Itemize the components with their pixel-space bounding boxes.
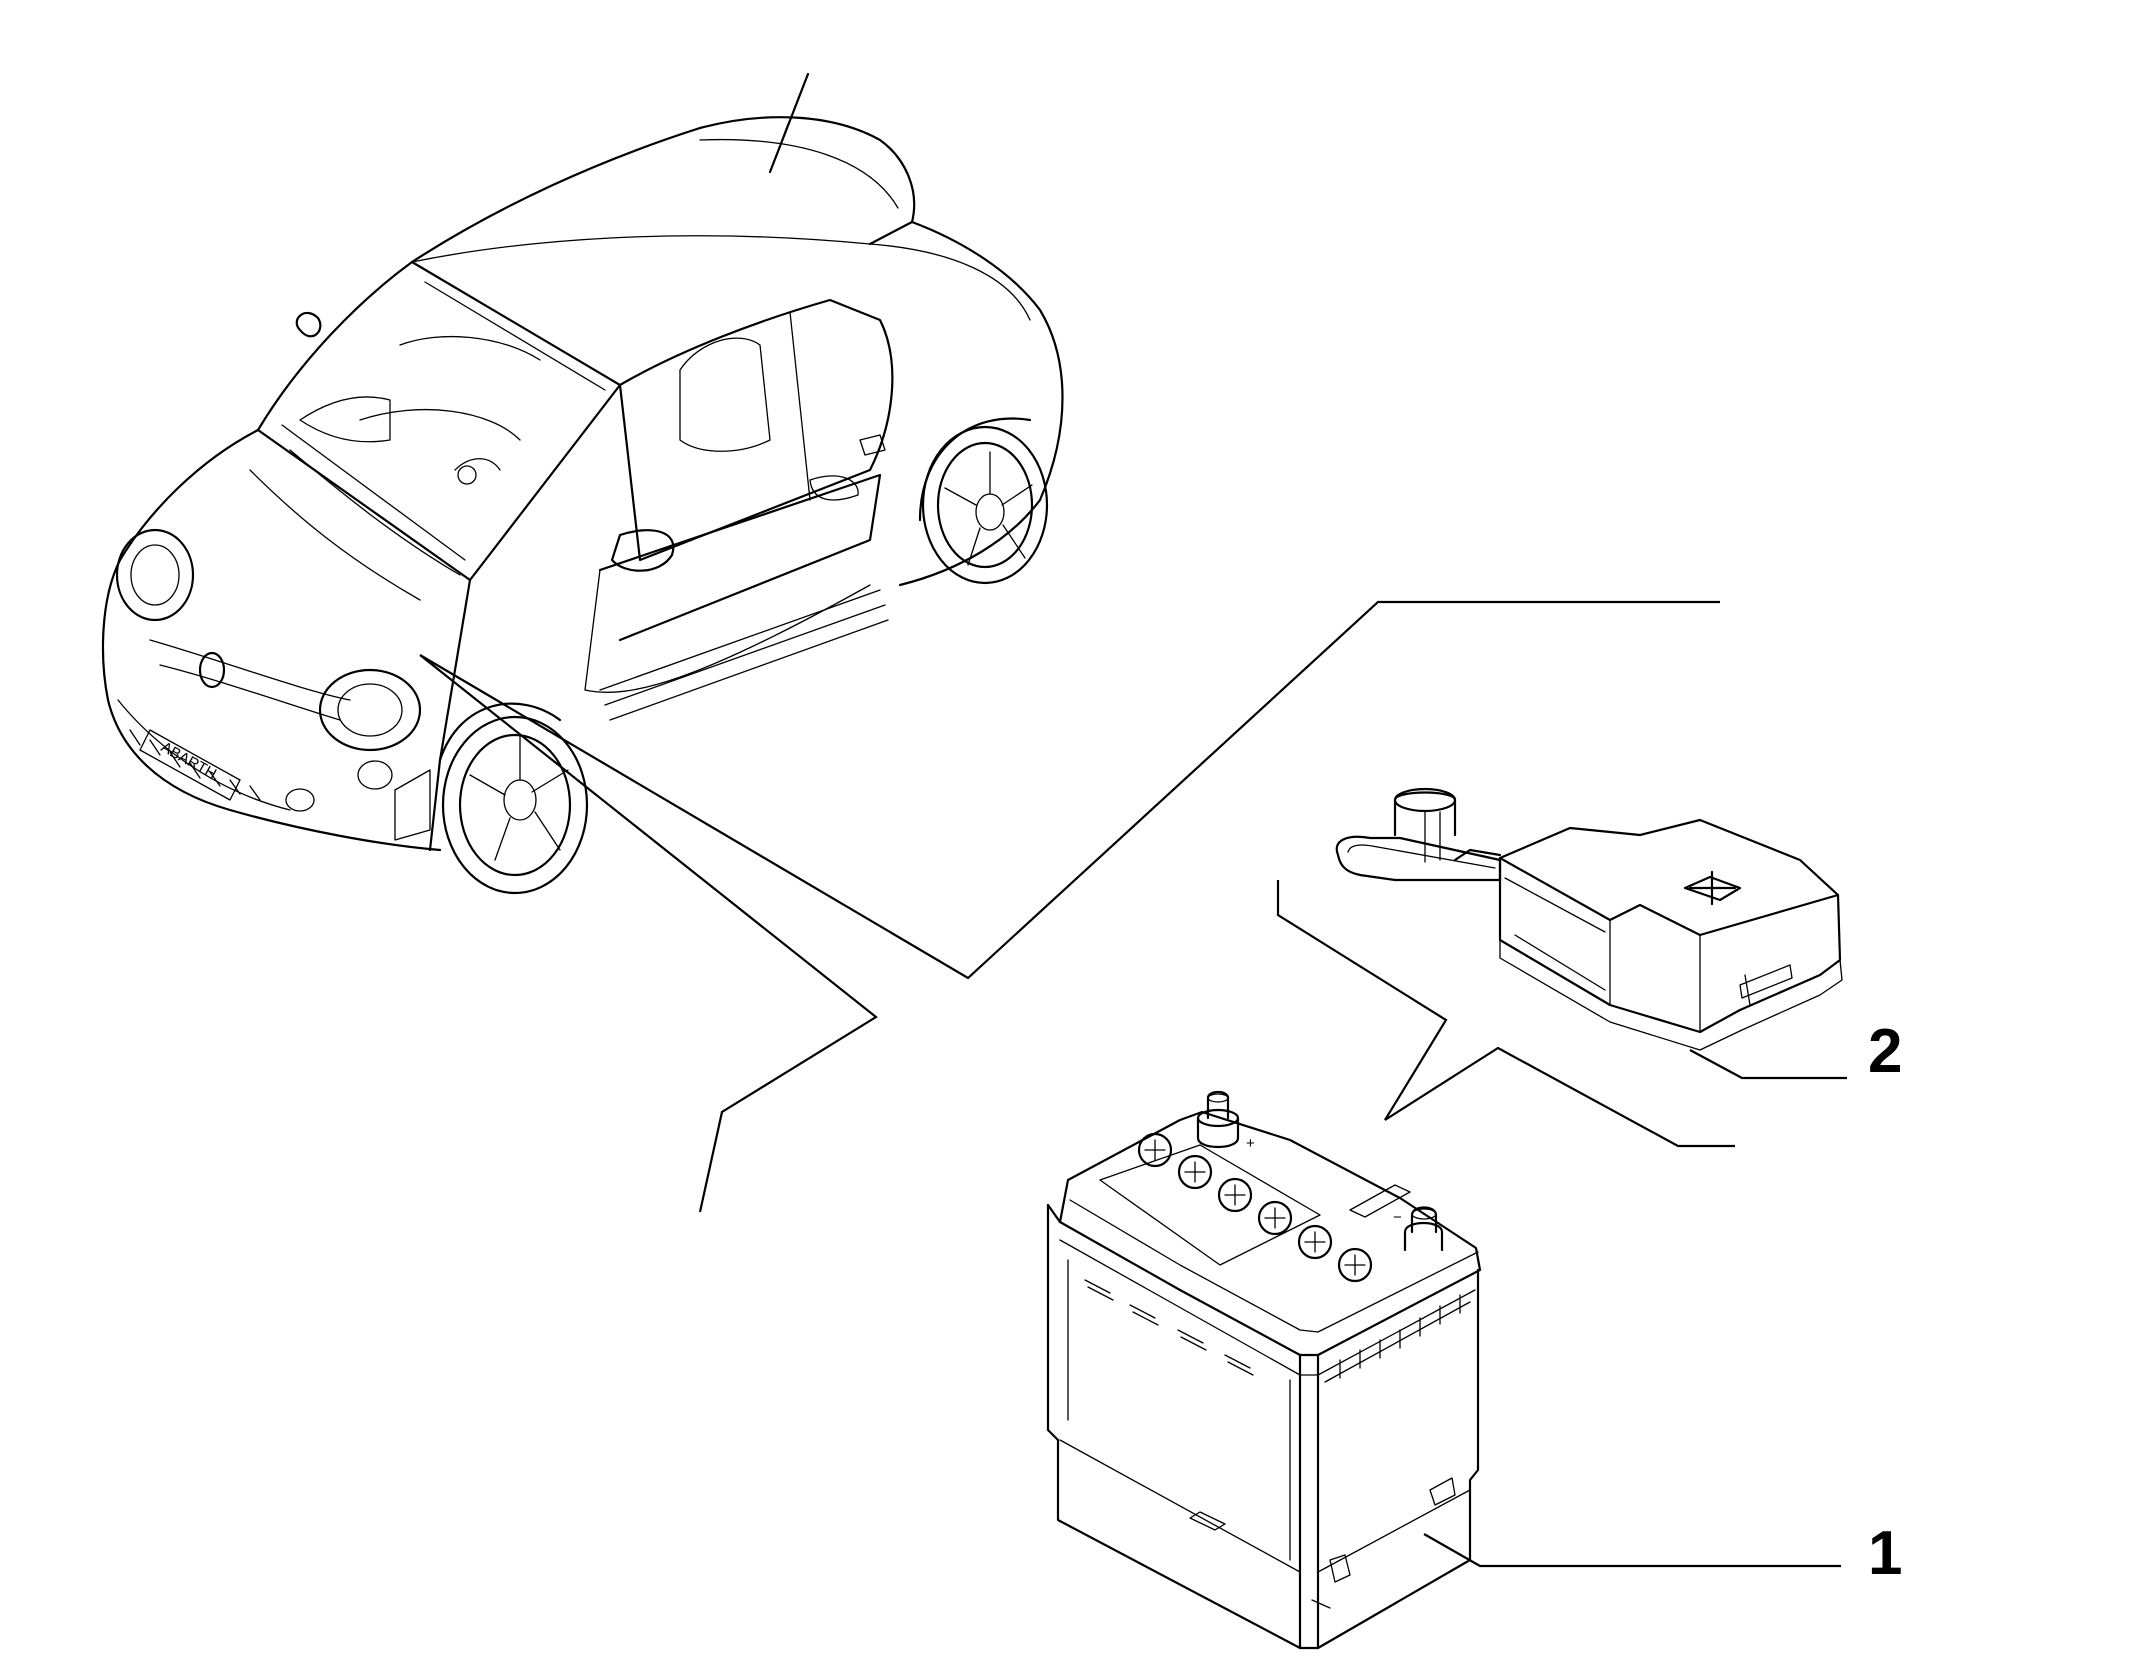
leader-bracket xyxy=(1276,880,1735,1148)
car-illustration: ABARTH xyxy=(101,72,1064,895)
leader-lines xyxy=(419,600,1847,1568)
battery: + − xyxy=(1046,1090,1482,1650)
leader-car-upper xyxy=(419,600,1720,980)
positive-symbol: + xyxy=(1246,1135,1255,1152)
leader-car-lower xyxy=(419,654,878,1213)
positive-terminal: + xyxy=(1196,1090,1255,1152)
leader-callout-1 xyxy=(1423,1533,1841,1568)
callout-1-label: 1 xyxy=(1868,1519,1902,1588)
negative-terminal: − xyxy=(1393,1206,1444,1252)
terminal-cover xyxy=(1335,787,1843,1051)
battery-side-slots xyxy=(1084,1279,1254,1376)
badge-text: ABARTH xyxy=(158,739,219,783)
negative-symbol: − xyxy=(1393,1209,1402,1226)
callout-2-label: 2 xyxy=(1868,1017,1902,1086)
battery-vent-caps xyxy=(1137,1132,1373,1283)
leader-callout-2 xyxy=(1689,1049,1847,1080)
